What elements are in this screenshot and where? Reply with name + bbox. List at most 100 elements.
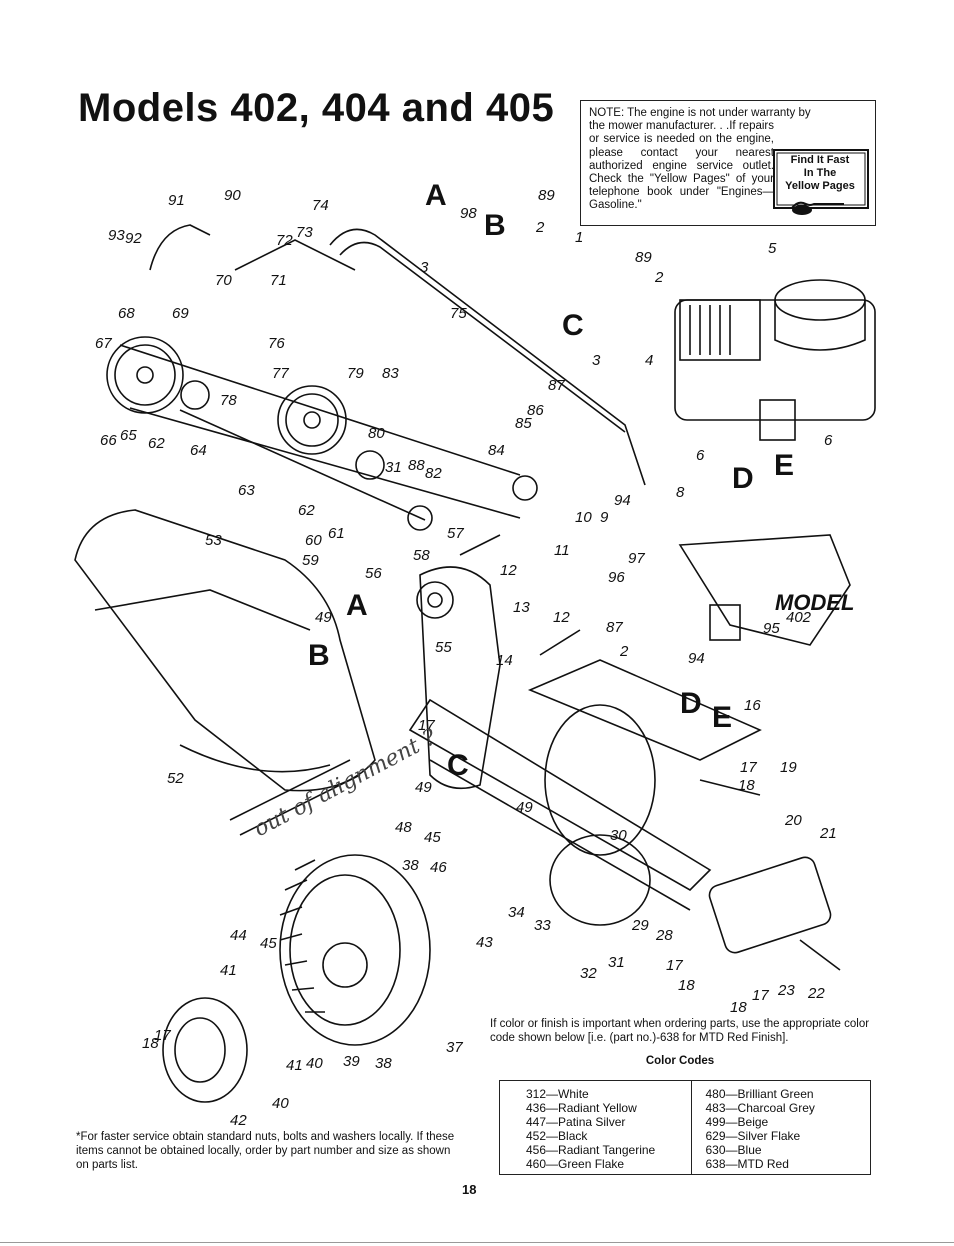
part-callout: 97 — [628, 550, 645, 567]
yellow-pages-label: Find It Fast In The Yellow Pages — [772, 148, 868, 193]
part-callout: 402 — [786, 609, 812, 626]
part-callout: 92 — [125, 230, 142, 247]
part-callout: 1 — [575, 229, 583, 246]
letter-key: E — [774, 449, 794, 482]
part-callout: 31 — [385, 459, 402, 476]
part-callout: 84 — [488, 442, 505, 459]
part-callout: 82 — [425, 465, 442, 482]
part-callout: 49 — [516, 799, 533, 816]
part-callout: 49 — [415, 779, 432, 796]
note-body: the mower manufacturer. . .If repairs or… — [589, 120, 774, 212]
part-callout: 90 — [224, 187, 241, 204]
color-codes-left-column: 312—White 436—Radiant Yellow 447—Patina … — [500, 1081, 691, 1174]
part-callout: 72 — [276, 232, 293, 249]
part-callout: 46 — [430, 859, 447, 876]
part-callout: 61 — [328, 525, 345, 542]
letter-key: A — [346, 589, 368, 622]
part-callout: 91 — [168, 192, 185, 209]
part-callout: 58 — [413, 547, 430, 564]
part-callout: 98 — [460, 205, 477, 222]
part-callout: 63 — [238, 482, 255, 499]
part-callout: 66 — [100, 432, 117, 449]
part-callout: 39 — [343, 1053, 360, 1070]
part-callout: 89 — [635, 249, 652, 266]
part-callout: 17 — [418, 717, 435, 734]
part-callout: 23 — [777, 982, 795, 999]
color-code: 436—Radiant Yellow — [526, 1101, 637, 1115]
color-note: If color or finish is important when ord… — [490, 1018, 870, 1044]
part-callout: 45 — [424, 829, 441, 846]
part-callout: 80 — [368, 425, 385, 442]
part-callout: 68 — [118, 305, 135, 322]
part-callout: 53 — [205, 532, 222, 549]
part-callout: 20 — [784, 812, 802, 829]
part-callout: 67 — [95, 335, 112, 352]
part-callout: 33 — [534, 917, 551, 934]
part-callout: 57 — [447, 525, 464, 542]
part-callout: 14 — [496, 652, 513, 669]
part-callout: 18 — [730, 999, 747, 1016]
color-code: 499—Beige — [705, 1115, 769, 1129]
part-callout: 2 — [535, 219, 545, 236]
part-callout: 62 — [298, 502, 315, 519]
page-title: Models 402, 404 and 405 — [78, 86, 555, 130]
part-callout: 85 — [515, 415, 532, 432]
part-callout: 49 — [315, 609, 332, 626]
part-callout: 38 — [375, 1055, 392, 1072]
part-callout: 52 — [167, 770, 184, 787]
part-callout: 75 — [450, 305, 467, 322]
part-callout: 87 — [548, 377, 565, 394]
color-code: 483—Charcoal Grey — [705, 1101, 815, 1115]
part-callout: 96 — [608, 569, 625, 586]
letter-key: B — [308, 639, 330, 672]
part-callout: 17 — [752, 987, 769, 1004]
part-callout: 78 — [220, 392, 237, 409]
part-callout: 3 — [420, 259, 429, 276]
part-callout: 18 — [738, 777, 755, 794]
service-note: *For faster service obtain standard nuts… — [76, 1131, 455, 1171]
part-callout: 44 — [230, 927, 247, 944]
letter-key: B — [484, 209, 506, 242]
part-callout: 89 — [538, 187, 555, 204]
part-callout: 19 — [780, 759, 797, 776]
part-callout: 22 — [807, 985, 825, 1002]
letter-key: D — [680, 687, 702, 720]
letter-key: E — [712, 701, 732, 734]
part-callout: 87 — [606, 619, 623, 636]
color-code: 312—White — [526, 1087, 589, 1101]
part-callout: 55 — [435, 639, 452, 656]
badge-line1: Find It Fast — [790, 154, 850, 166]
color-codes-right-column: 480—Brilliant Green 483—Charcoal Grey 49… — [690, 1081, 871, 1174]
color-codes-title: Color Codes — [645, 1055, 715, 1067]
part-callout: 12 — [553, 609, 570, 626]
part-callout: 41 — [220, 962, 237, 979]
color-code: 456—Radiant Tangerine — [526, 1143, 656, 1157]
part-callout: 10 — [575, 509, 592, 526]
part-callout: 70 — [215, 272, 232, 289]
part-callout: 17 — [666, 957, 683, 974]
badge-line3: Yellow Pages — [785, 180, 855, 192]
engine-warranty-note: NOTE: The engine is not under warranty b… — [580, 100, 876, 226]
part-callout: 42 — [230, 1112, 247, 1129]
part-callout: 79 — [347, 365, 364, 382]
color-code: 480—Brilliant Green — [705, 1087, 814, 1101]
part-callout: 41 — [286, 1057, 303, 1074]
part-callout: 60 — [305, 532, 322, 549]
part-callout: 94 — [614, 492, 631, 509]
part-callout: 40 — [306, 1055, 323, 1072]
part-callout: 38 — [402, 857, 419, 874]
part-callout: 30 — [610, 827, 627, 844]
letter-key: C — [562, 309, 584, 342]
part-callout: 2 — [654, 269, 664, 286]
note-text: NOTE: The engine is not under warranty b… — [589, 107, 811, 213]
part-callout: 11 — [554, 542, 570, 559]
note-first-line: NOTE: The engine is not under warranty b… — [589, 107, 811, 119]
part-callout: 64 — [190, 442, 207, 459]
part-callout: 48 — [395, 819, 412, 836]
part-callout: 6 — [824, 432, 833, 449]
color-code: 447—Patina Silver — [526, 1115, 626, 1129]
part-callout: 37 — [446, 1039, 463, 1056]
part-callout: 76 — [268, 335, 285, 352]
